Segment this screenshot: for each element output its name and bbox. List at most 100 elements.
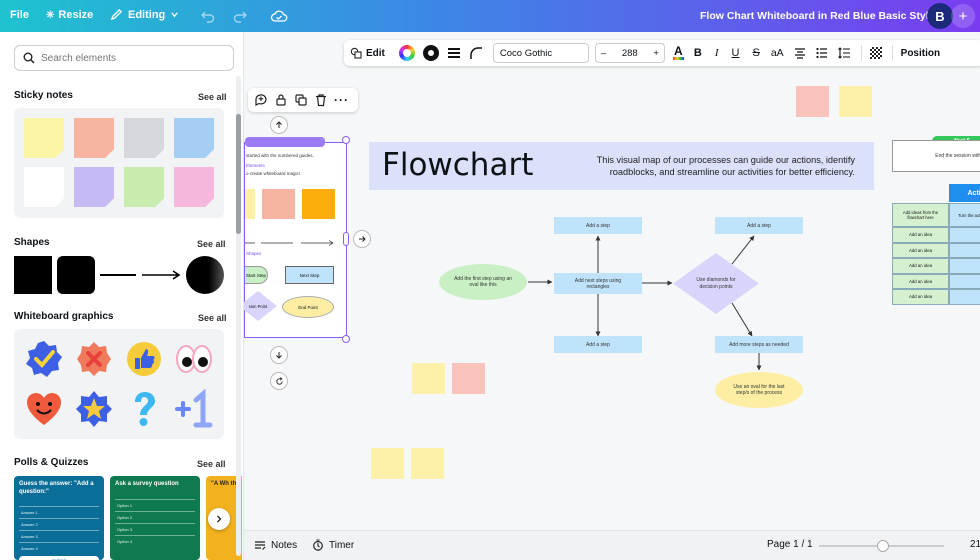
- font-size-decrease[interactable]: –: [600, 47, 607, 59]
- duplicate-icon[interactable]: [294, 93, 308, 107]
- avatar[interactable]: B: [927, 3, 953, 29]
- action-header[interactable]: Actio: [949, 184, 980, 202]
- end-oval[interactable]: Use an oval for the last step/s of the p…: [715, 372, 803, 408]
- step-bottom-node[interactable]: Add a step: [554, 336, 642, 353]
- plus-one-icon[interactable]: [174, 389, 214, 429]
- panel-scrollbar-track[interactable]: [236, 76, 241, 556]
- resize-button[interactable]: ✳ Resize: [46, 9, 93, 21]
- letter-case-button[interactable]: aA: [770, 47, 784, 59]
- sticky-note-yellow-top[interactable]: [839, 86, 872, 117]
- edit-button[interactable]: Edit: [350, 47, 385, 59]
- comment-add-icon[interactable]: [254, 93, 268, 107]
- sticky-see-all-link[interactable]: See all: [198, 92, 227, 102]
- line-spacing-icon[interactable]: [837, 47, 851, 59]
- sticky-note-swatch[interactable]: [124, 167, 164, 207]
- text-color-button[interactable]: A: [672, 45, 684, 60]
- check-badge-icon[interactable]: [24, 339, 64, 379]
- search-input[interactable]: [41, 52, 221, 64]
- strikethrough-button[interactable]: S: [752, 47, 760, 59]
- sticky-note-swatch[interactable]: [74, 167, 114, 207]
- table-cell[interactable]: [949, 227, 980, 243]
- thumbs-up-icon[interactable]: [124, 339, 164, 379]
- search-box[interactable]: [14, 45, 234, 71]
- document-title[interactable]: Flow Chart Whiteboard in Red Blue Basic …: [700, 10, 935, 22]
- heart-face-icon[interactable]: [24, 389, 64, 429]
- step-top-node[interactable]: Add a step: [554, 217, 642, 234]
- file-menu[interactable]: File: [10, 9, 29, 21]
- star-badge-icon[interactable]: [74, 389, 114, 429]
- sticky-note-swatch[interactable]: [24, 167, 64, 207]
- x-badge-icon[interactable]: [74, 339, 114, 379]
- notes-button[interactable]: Notes: [254, 539, 297, 551]
- square-shape[interactable]: [14, 256, 52, 294]
- table-cell[interactable]: Add an idea: [892, 258, 949, 274]
- googly-eyes-icon[interactable]: [174, 339, 214, 379]
- bold-button[interactable]: B: [693, 47, 702, 59]
- line-shape[interactable]: [100, 274, 136, 276]
- border-color-button[interactable]: [422, 45, 439, 61]
- table-row[interactable]: Add an idea: [892, 227, 980, 243]
- color-picker-button[interactable]: [398, 45, 415, 61]
- table-row[interactable]: Add an idea: [892, 258, 980, 274]
- rotate-button[interactable]: [270, 372, 288, 390]
- resize-handle-br[interactable]: [342, 335, 350, 343]
- add-collaborator-button[interactable]: +: [951, 4, 975, 28]
- add-above-button[interactable]: [270, 116, 288, 134]
- sticky-note-swatch[interactable]: [174, 167, 214, 207]
- circle-shape[interactable]: [186, 256, 224, 294]
- resize-handle-right[interactable]: [343, 232, 349, 246]
- more-options-icon[interactable]: ···: [334, 93, 349, 107]
- font-size-stepper[interactable]: – 288 +: [594, 43, 665, 63]
- trash-icon[interactable]: [314, 93, 328, 107]
- sticky-note-swatch[interactable]: [24, 118, 64, 158]
- table-cell[interactable]: Turn the action it: [949, 203, 980, 227]
- undo-button[interactable]: [200, 8, 216, 29]
- end-session-box[interactable]: End the session with c: [892, 140, 980, 172]
- page-indicator[interactable]: Page 1 / 1: [767, 539, 813, 550]
- timer-button[interactable]: Timer: [312, 539, 354, 551]
- editing-dropdown[interactable]: Editing: [110, 8, 179, 21]
- redo-button[interactable]: [232, 8, 248, 29]
- whiteboard-canvas[interactable]: started with the numbered guides. Elemen…: [244, 32, 980, 530]
- align-center-icon[interactable]: [794, 47, 806, 59]
- guide-frame[interactable]: started with the numbered guides. Elemen…: [244, 137, 347, 338]
- step-right-middle-node[interactable]: Add more steps as needed: [715, 336, 803, 353]
- graphics-see-all-link[interactable]: See all: [198, 313, 227, 323]
- polls-see-all-link[interactable]: See all: [197, 459, 226, 469]
- sticky-note-swatch[interactable]: [74, 118, 114, 158]
- panel-scrollbar-thumb[interactable]: [236, 114, 241, 234]
- poll-card[interactable]: Guess the answer: "Add a question:"Answe…: [14, 476, 104, 560]
- table-cell[interactable]: Add ideas from the flowchart here: [892, 203, 949, 227]
- table-cell[interactable]: [949, 242, 980, 258]
- zoom-slider-thumb[interactable]: [877, 540, 889, 552]
- lock-icon[interactable]: [274, 93, 288, 107]
- table-cell[interactable]: [949, 289, 980, 305]
- step-right-top-node[interactable]: Add a step: [715, 217, 803, 234]
- resize-handle-tr[interactable]: [342, 136, 350, 144]
- sticky-note-pink-top[interactable]: [796, 86, 829, 117]
- transparency-icon[interactable]: [869, 47, 882, 59]
- underline-button[interactable]: U: [731, 47, 740, 59]
- table-cell[interactable]: Add an idea: [892, 227, 949, 243]
- start-oval[interactable]: Add the first step using an oval like th…: [439, 264, 527, 300]
- sticky-note-pink-mid[interactable]: [452, 363, 485, 394]
- add-right-button[interactable]: [353, 230, 371, 248]
- zoom-slider-track[interactable]: [819, 540, 944, 552]
- table-cell[interactable]: [949, 258, 980, 274]
- corner-rounding-icon[interactable]: [469, 46, 483, 60]
- question-mark-icon[interactable]: [124, 389, 164, 429]
- table-row[interactable]: Add an idea: [892, 289, 980, 305]
- border-style-icon[interactable]: [447, 46, 461, 60]
- table-cell[interactable]: Add an idea: [892, 273, 949, 289]
- sticky-note-swatch[interactable]: [174, 118, 214, 158]
- font-size-value[interactable]: 288: [621, 47, 638, 59]
- polls-next-button[interactable]: [208, 508, 230, 530]
- table-cell[interactable]: [949, 273, 980, 289]
- rounded-square-shape[interactable]: [57, 256, 95, 294]
- table-row[interactable]: Add an idea: [892, 273, 980, 289]
- sticky-note-yellow-mid[interactable]: [412, 363, 445, 394]
- table-cell[interactable]: Add an idea: [892, 289, 949, 305]
- font-size-increase[interactable]: +: [653, 47, 659, 59]
